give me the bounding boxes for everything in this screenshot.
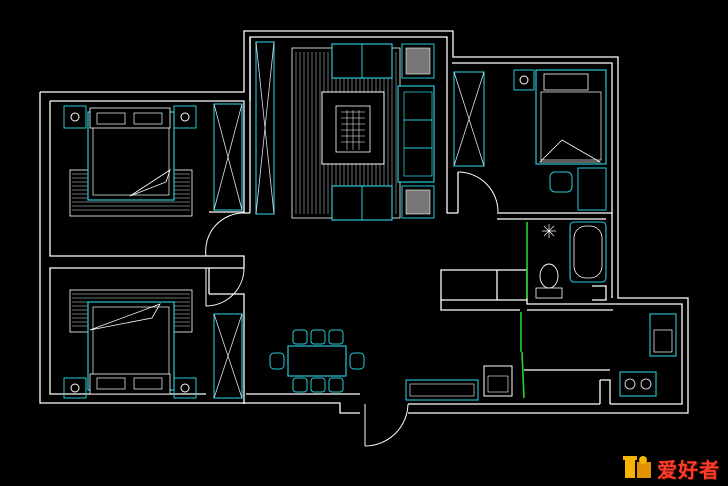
brand-logo: 爱好者 <box>623 452 720 480</box>
glass-partitions <box>520 222 528 399</box>
bedroom-1 <box>63 105 197 217</box>
dining-table <box>269 329 365 393</box>
bedroom-3 <box>513 69 607 211</box>
bathroom <box>535 221 607 299</box>
wardrobes <box>213 41 485 399</box>
brand-text: 爱好者 <box>657 458 720 482</box>
kitchen <box>405 313 677 401</box>
bedroom-2 <box>63 289 197 399</box>
living-room <box>291 43 435 221</box>
builder-icon <box>623 456 651 478</box>
door-swings <box>205 171 499 447</box>
